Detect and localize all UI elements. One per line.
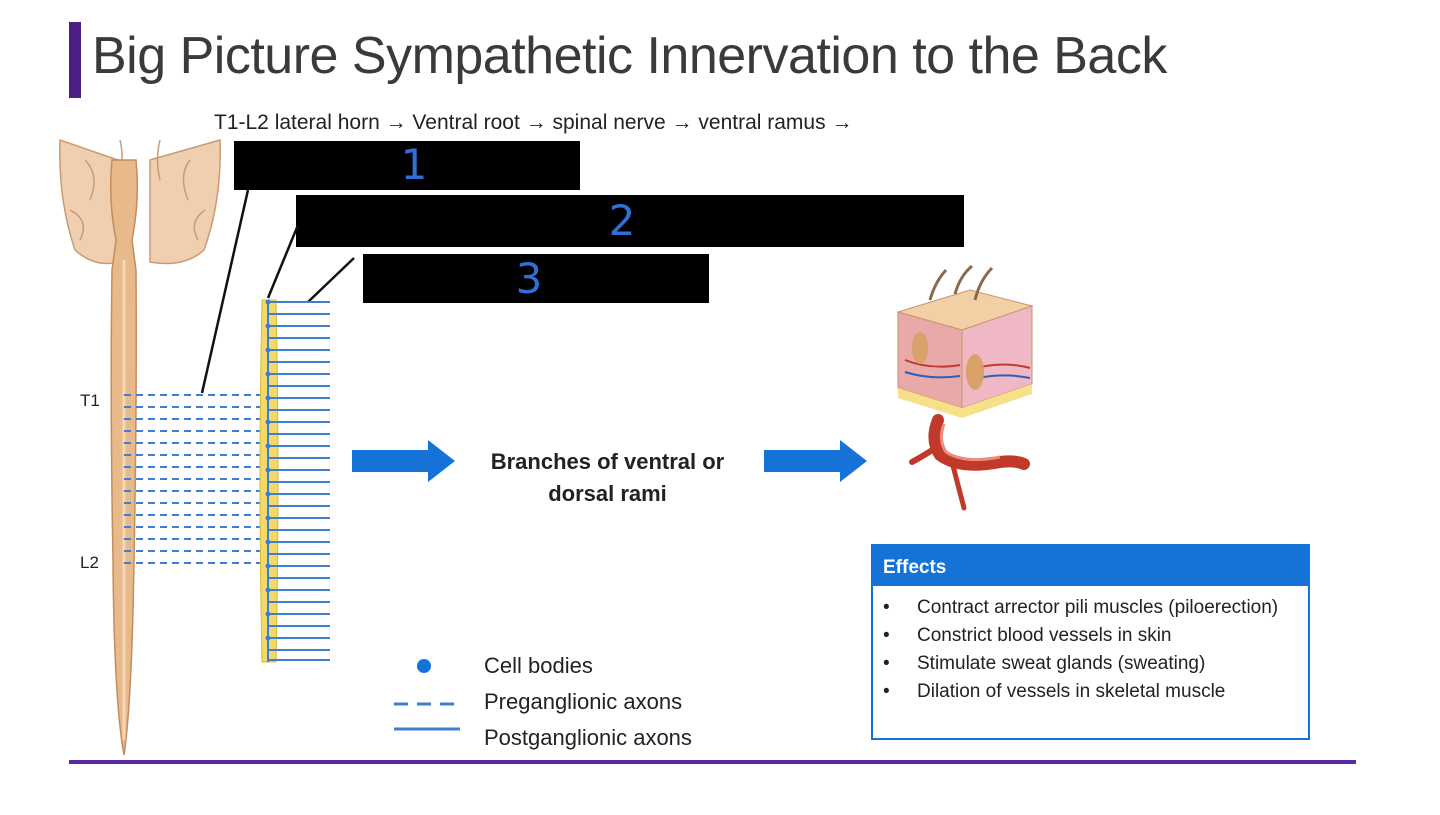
legend-cell-bodies: Cell bodies	[484, 653, 593, 678]
branches-label-line-1: Branches of ventral or	[490, 449, 725, 474]
title-accent-bar	[69, 22, 81, 98]
blood-vessel-illustration	[909, 414, 1030, 511]
segment-label-t1: T1	[80, 391, 100, 410]
right-arrow-icon	[352, 440, 455, 482]
branches-label-line-2: dorsal rami	[548, 481, 667, 506]
effects-item: Constrict blood vessels in skin	[883, 622, 1308, 650]
redacted-label-3-number: 3	[515, 254, 543, 303]
pathway-text: T1-L2 lateral horn → Ventral root → spin…	[214, 111, 853, 134]
effects-list: Contract arrector pili muscles (piloerec…	[873, 594, 1308, 706]
redacted-label-2-number: 2	[608, 196, 636, 245]
redacted-label-1: 1	[234, 141, 580, 190]
branches-label: Branches of ventral or dorsal rami	[455, 446, 760, 510]
bottom-divider	[69, 760, 1356, 764]
preganglionic-axons	[124, 394, 266, 564]
effects-header: Effects	[873, 546, 1308, 586]
effects-item: Dilation of vessels in skeletal muscle	[883, 678, 1308, 706]
legend-preganglionic: Preganglionic axons	[484, 689, 683, 714]
skin-block-illustration	[896, 264, 1034, 418]
slide-title: Big Picture Sympathetic Innervation to t…	[92, 27, 1167, 85]
ganglion-cell-bodies	[265, 299, 271, 641]
leader-line-2	[266, 224, 300, 299]
postganglionic-axons	[268, 301, 330, 661]
redacted-label-2: 2	[296, 195, 964, 247]
redacted-label-1-number: 1	[400, 140, 428, 189]
leader-line-3	[307, 257, 355, 303]
effects-item: Stimulate sweat glands (sweating)	[883, 650, 1308, 678]
effects-item: Contract arrector pili muscles (piloerec…	[883, 594, 1308, 622]
segment-label-l2: L2	[80, 553, 99, 572]
legend-cell-body-symbol	[417, 659, 431, 673]
leader-line-1	[200, 189, 250, 394]
redacted-label-3: 3	[363, 254, 709, 303]
effects-box: Effects Contract arrector pili muscles (…	[871, 544, 1310, 740]
right-arrow-icon-2	[764, 440, 867, 482]
legend-postganglionic: Postganglionic axons	[484, 725, 692, 750]
brain-spinal-cord-illustration	[59, 138, 221, 756]
